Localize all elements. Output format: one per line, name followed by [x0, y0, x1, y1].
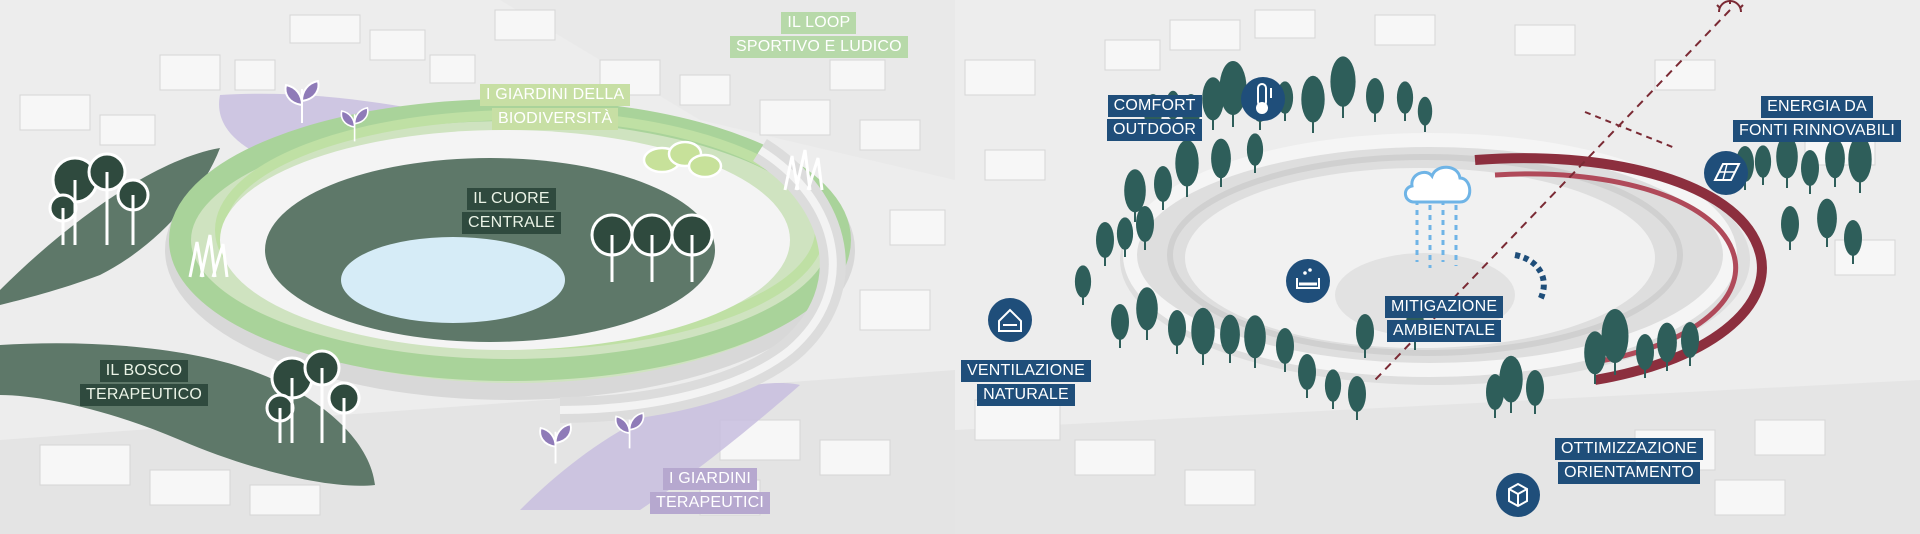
tree-icon	[1298, 354, 1316, 398]
tree-icon	[1330, 56, 1356, 118]
tree-icon	[1244, 315, 1266, 368]
tree-icon	[1074, 265, 1092, 305]
tree-cluster-icon	[590, 213, 714, 282]
landscape-scene	[0, 0, 955, 534]
tree-icon	[1657, 322, 1677, 371]
grass-icon	[783, 149, 824, 191]
tree-icon	[1301, 75, 1325, 133]
tree-icon	[1324, 369, 1342, 409]
tree-icon	[1636, 334, 1654, 378]
tree-icon	[1154, 166, 1172, 210]
water-filter-icon	[1286, 259, 1330, 303]
label-giardini-terapeutici: I GIARDINI TERAPEUTICI	[650, 468, 770, 516]
tree-icon	[1844, 220, 1862, 264]
label-energia-rinnovabili: ENERGIA DA FONTI RINNOVABILI	[1733, 96, 1902, 144]
tree-icon	[1168, 310, 1186, 354]
tree-icon	[1202, 77, 1224, 130]
leaf-sprout-icon	[539, 423, 572, 464]
tree-icon	[1096, 222, 1114, 266]
tree-icon	[1681, 322, 1699, 366]
tree-icon	[1356, 314, 1374, 358]
tree-icon	[1219, 61, 1247, 127]
leaf-sprout-icon	[340, 106, 369, 142]
tree-icon	[1801, 150, 1819, 194]
tree-icon	[1781, 206, 1799, 250]
label-ottimizzazione-orientamento: OTTIMIZZAZIONE ORIENTAMENTO	[1555, 438, 1704, 486]
tree-icon	[1366, 78, 1384, 122]
trees-layer	[1074, 56, 1872, 420]
tree-icon	[1417, 96, 1433, 132]
tree-icon	[1584, 331, 1606, 384]
tree-icon	[1276, 328, 1294, 372]
tree-icon	[1754, 145, 1772, 185]
label-loop-sportivo: IL LOOP SPORTIVO E LUDICO	[730, 12, 908, 60]
leaf-sprout-icon	[284, 79, 320, 123]
label-comfort-outdoor: COMFORT OUTDOOR	[1107, 95, 1203, 143]
tree-icon	[1220, 314, 1240, 363]
tree-cluster-icon	[48, 152, 150, 245]
leaf-sprout-icon	[642, 140, 723, 179]
sun-icon	[1716, 0, 1744, 13]
tree-icon	[1124, 169, 1146, 222]
tree-icon	[1848, 135, 1872, 193]
tree-icon	[1111, 304, 1129, 348]
tree-icon	[1136, 287, 1158, 340]
tree-icon	[1211, 138, 1231, 187]
solar-panel-icon	[1704, 151, 1748, 195]
landscape-panel: IL LOOP SPORTIVO E LUDICO I GIARDINI DEL…	[0, 0, 955, 534]
tree-icon	[1776, 135, 1798, 188]
tree-icon	[1825, 138, 1845, 187]
cube-compass-icon	[1496, 473, 1540, 517]
label-ventilazione-naturale: VENTILAZIONE NATURALE	[961, 360, 1091, 408]
tree-icon	[1348, 376, 1366, 420]
tree-cluster-icon	[265, 349, 361, 443]
grass-icon	[188, 234, 229, 278]
label-mitigazione-ambientale: MITIGAZIONE AMBIENTALE	[1385, 296, 1504, 344]
thermometer-icon	[1241, 77, 1285, 121]
tree-icon	[1601, 309, 1629, 375]
label-cuore-centrale: IL CUORE CENTRALE	[462, 188, 561, 236]
tree-icon	[1136, 206, 1154, 250]
tree-icon	[1246, 133, 1264, 173]
label-bosco-terapeutico: IL BOSCO TERAPEUTICO	[80, 360, 208, 408]
tree-icon	[1526, 370, 1544, 414]
tree-icon	[1191, 307, 1215, 365]
tree-icon	[1817, 198, 1837, 247]
tree-icon	[1396, 81, 1414, 121]
tree-icon	[1175, 139, 1199, 197]
leaf-sprout-icon	[614, 412, 645, 449]
tree-icon	[1116, 217, 1134, 257]
tree-icon	[1499, 355, 1523, 413]
cloud-icon	[1404, 165, 1472, 204]
house-wind-icon	[988, 298, 1032, 342]
label-giardini-biodiversita: I GIARDINI DELLA BIODIVERSITÀ	[480, 84, 631, 132]
sustainability-panel: COMFORT OUTDOOR ENERGIA DA FONTI RINNOVA…	[955, 0, 1920, 534]
